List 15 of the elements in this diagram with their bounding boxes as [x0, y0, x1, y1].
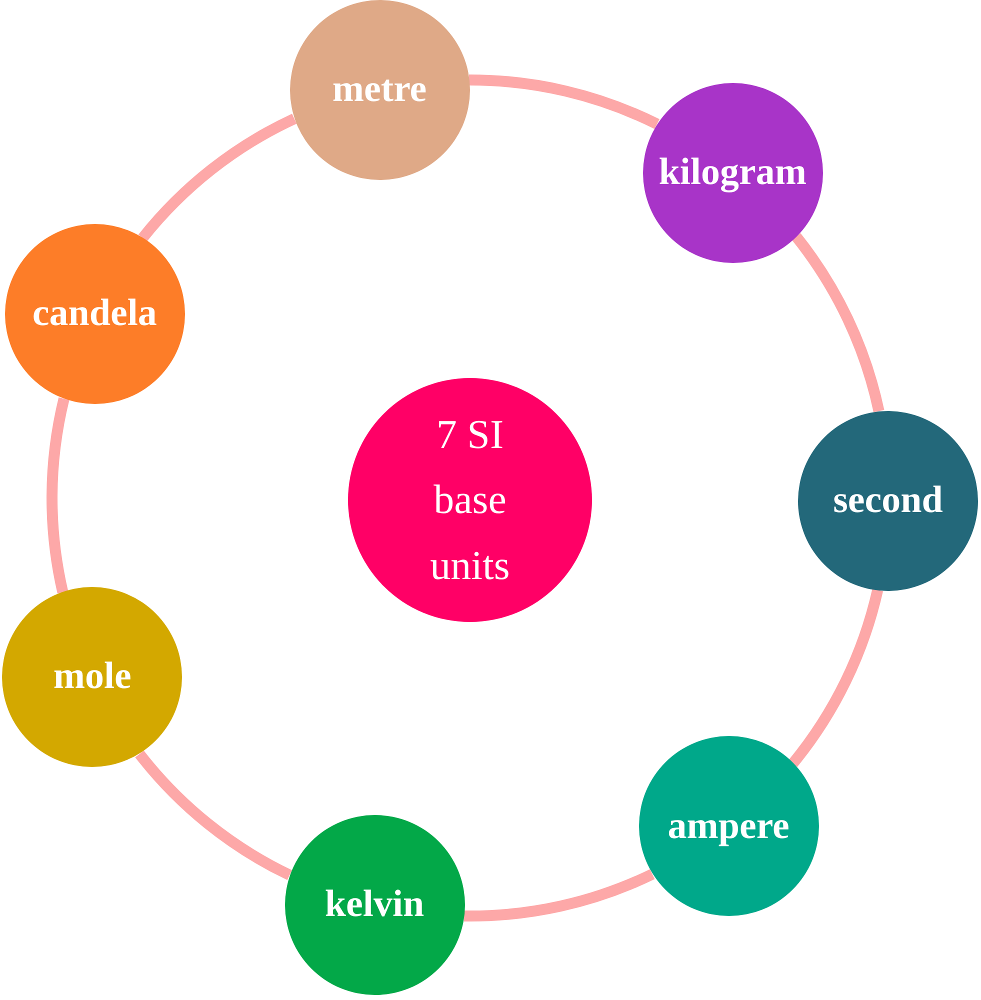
unit-name: candela — [32, 293, 157, 335]
ring-arc — [788, 588, 883, 767]
ring-arc — [792, 233, 884, 413]
ring-arc — [138, 114, 297, 242]
ring-arc — [46, 398, 70, 594]
unit-name: kilogram — [658, 152, 807, 194]
unit-name: ampere — [668, 806, 790, 848]
unit-name: second — [833, 480, 943, 522]
ring-arc — [135, 750, 292, 880]
unit-name: metre — [332, 69, 427, 111]
unit-name: mole — [53, 656, 132, 698]
ring-arc — [468, 74, 660, 130]
hub-title: 7 SI base units — [429, 410, 511, 590]
ring-arc — [464, 869, 654, 922]
unit-name: kelvin — [324, 884, 424, 926]
